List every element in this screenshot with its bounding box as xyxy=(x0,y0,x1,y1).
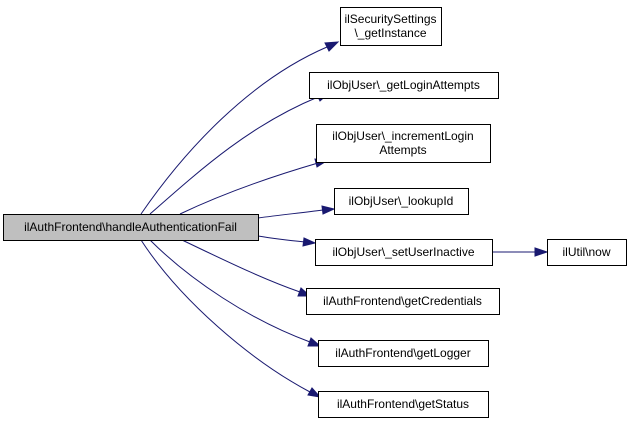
node-label: ilAuthFrontend\getStatus xyxy=(337,397,469,411)
node-util-now[interactable]: ilUtil\now xyxy=(547,239,627,266)
node-get-status[interactable]: ilAuthFrontend\getStatus xyxy=(318,391,489,418)
node-get-login-attempts[interactable]: ilObjUser\_getLoginAttempts xyxy=(309,72,499,99)
edge-root-to-get-credentials xyxy=(181,239,312,297)
node-lookup-id[interactable]: ilObjUser\_lookupId xyxy=(334,188,469,215)
node-set-user-inactive[interactable]: ilObjUser\_setUserInactive xyxy=(315,239,493,266)
node-box xyxy=(340,7,442,46)
node-box xyxy=(315,239,493,266)
node-box xyxy=(309,72,499,99)
node-label: ilAuthFrontend\handleAuthenticationFail xyxy=(24,220,237,234)
edge-root-to-lookup-id xyxy=(257,205,336,219)
node-label: ilObjUser\_lookupId xyxy=(349,194,454,208)
node-label: ilAuthFrontend\getCredentials xyxy=(323,294,482,308)
node-label-line-1: ilObjUser\_incrementLogin xyxy=(332,129,473,143)
node-box xyxy=(334,188,469,215)
node-box xyxy=(318,391,489,418)
edge-root-to-get-login-attempts xyxy=(149,92,331,215)
node-box xyxy=(316,124,491,163)
nodes-layer: ilAuthFrontend\handleAuthenticationFail … xyxy=(3,7,627,418)
edge-root-to-get-logger xyxy=(149,239,322,347)
node-security-settings-get-instance[interactable]: ilSecuritySettings \_getInstance xyxy=(340,7,442,46)
edge-root-to-security-settings xyxy=(140,41,340,215)
node-get-logger[interactable]: ilAuthFrontend\getLogger xyxy=(318,340,489,367)
node-box xyxy=(3,214,259,241)
edge-root-to-increment-login-attempts xyxy=(179,158,330,215)
node-label-line-2: \_getInstance xyxy=(354,26,426,40)
node-box xyxy=(306,288,500,315)
edge-set-user-inactive-to-util-now xyxy=(492,247,549,257)
node-box xyxy=(318,340,489,367)
node-label-line-1: ilSecuritySettings xyxy=(344,12,436,26)
edge-root-to-get-status xyxy=(140,239,322,398)
node-label: ilUtil\now xyxy=(562,245,610,259)
node-increment-login-attempts[interactable]: ilObjUser\_incrementLogin Attempts xyxy=(316,124,491,163)
node-box xyxy=(547,239,627,266)
node-label: ilObjUser\_setUserInactive xyxy=(332,245,474,259)
node-label: ilAuthFrontend\getLogger xyxy=(335,346,470,360)
node-label: ilObjUser\_getLoginAttempts xyxy=(327,78,480,92)
node-get-credentials[interactable]: ilAuthFrontend\getCredentials xyxy=(306,288,500,315)
node-handle-authentication-fail[interactable]: ilAuthFrontend\handleAuthenticationFail xyxy=(3,214,259,241)
node-label-line-2: Attempts xyxy=(379,143,426,157)
edge-root-to-set-user-inactive xyxy=(257,235,317,247)
